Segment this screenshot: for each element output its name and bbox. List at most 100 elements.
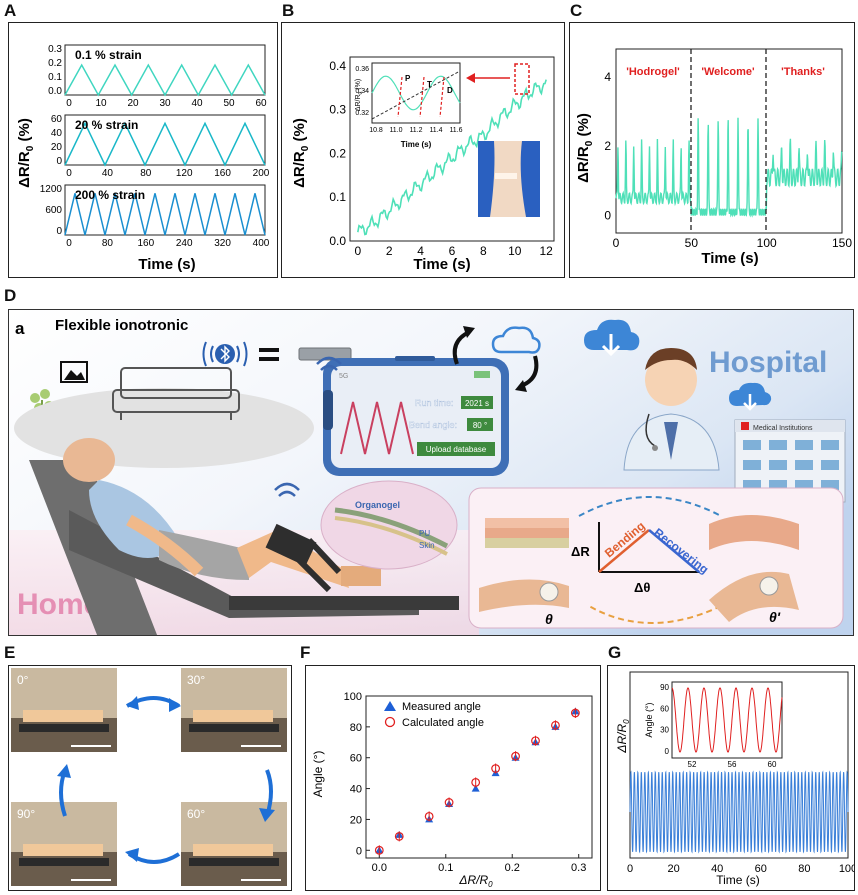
cycle-arrow-top-head-2	[169, 698, 181, 712]
panel-a-ytick: 60	[51, 114, 63, 125]
panel-a-xtick: 30	[159, 98, 171, 109]
panel-f-ytick: 40	[350, 784, 362, 796]
panel-f-xtick: 0.1	[438, 862, 453, 874]
panel-b-series-line	[357, 79, 547, 236]
calculated-point	[444, 798, 454, 807]
panel-f-xlabel: ΔR/R0	[458, 873, 493, 889]
panel-b-ytick: 0.2	[329, 146, 346, 160]
skin-layer-left	[485, 518, 569, 548]
pu-label: PU	[419, 529, 430, 538]
calculated-point	[424, 811, 434, 821]
sync-arrow-up-head	[463, 326, 475, 338]
panel-g-axes	[629, 671, 849, 859]
panel-g-xtick: 100	[839, 863, 854, 875]
knee-zoom-inset	[320, 480, 458, 570]
panel-c-word-1: 'Hodrogel'	[626, 66, 680, 78]
panel-f-xtick: 0.2	[505, 862, 520, 874]
panel-b-inset-marker-line	[439, 76, 445, 118]
phone-battery	[474, 371, 490, 378]
calculated-point	[511, 751, 520, 761]
panel-b-arrow-head	[466, 73, 475, 83]
panel-b-inset-marker-line	[419, 76, 425, 118]
panel-a-ytick: 0.2	[48, 58, 62, 69]
wrist-sensor	[495, 173, 517, 179]
panel-a-series-line	[64, 121, 266, 167]
panel-a-xtick: 240	[176, 238, 193, 249]
phone-bend-box	[467, 418, 493, 431]
panel-e: 0°30°90°60°	[8, 665, 292, 891]
panel-b-inset-marker: D	[447, 86, 453, 95]
cloud-download-icon	[584, 319, 640, 357]
panel-label-d: D	[4, 286, 17, 305]
delta-r-label: ΔR	[571, 544, 590, 559]
panel-a-strain-label: 0.1 % strain	[75, 48, 142, 62]
panel-f-ylabel: Angle (°)	[311, 751, 325, 798]
panel-a-ylabel: ΔR/R0 (%)	[16, 118, 36, 188]
upload-database-button[interactable]	[417, 442, 495, 456]
sofa-icon	[112, 367, 240, 420]
panel-b-xtick: 2	[386, 244, 393, 258]
phone-device: 5G Run time: 2021 s Bend angle: 80 ° Upl…	[323, 356, 509, 476]
calculated-point	[394, 831, 404, 841]
legend-measured-marker	[384, 701, 396, 711]
panel-b-inset-xlabel: Time (s)	[401, 140, 432, 149]
cycle-arrow-left-head	[57, 764, 71, 778]
theta-label: θ	[545, 611, 553, 627]
panel-b-inset-axes	[371, 62, 461, 124]
panel-a-ytick: 20	[51, 142, 63, 153]
panel-f-axes	[365, 695, 593, 859]
panel-a-ytick: 0	[56, 156, 62, 167]
panel-a-xtick: 160	[214, 168, 231, 179]
panel-b-inset-xtick: 10.8	[369, 127, 383, 134]
cloud-icon	[491, 326, 541, 354]
panel-c-xtick: 150	[832, 236, 852, 250]
panel-c-word-3: 'Thanks'	[781, 66, 825, 78]
cloud-download-small-icon	[729, 382, 772, 411]
panel-f-xtick: 0.0	[372, 862, 387, 874]
panel-b-xlabel: Time (s)	[413, 256, 470, 273]
panel-b-inset-xtick: 11.4	[429, 127, 442, 134]
panel-a-ytick: 40	[51, 128, 63, 139]
legend-measured-label: Measured angle	[402, 701, 481, 713]
phone-waveform	[340, 401, 414, 455]
wifi-signal-icon	[316, 356, 342, 371]
patient-on-recliner	[29, 438, 459, 635]
panel-label-f: F	[300, 643, 311, 662]
panel-g-inset-ytick: 30	[660, 726, 669, 735]
panel-a-series-line	[64, 63, 266, 97]
panel-g-xtick: 60	[755, 863, 767, 875]
panel-b-inset-ytick: 0.32	[355, 110, 369, 117]
panel-f-ytick: 20	[350, 814, 362, 826]
phone-bend-value: 80 °	[473, 421, 487, 430]
panel-c-axes	[615, 48, 843, 234]
phone-bend-label: Bend angle:	[409, 420, 457, 430]
panel-g-inset-xtick: 60	[768, 760, 777, 769]
panel-a-xtick: 60	[255, 98, 267, 109]
knee-photo-device	[19, 858, 109, 866]
skin-label: Skin	[419, 541, 435, 550]
organogel-label: Organogel	[355, 500, 400, 510]
panel-c-word-2: 'Welcome'	[701, 66, 755, 78]
panel-a-xtick: 0	[66, 168, 72, 179]
panel-b-xtick: 10	[508, 244, 522, 258]
panel-c-ytick: 0	[604, 209, 611, 223]
panel-d-title: Flexible ionotronic	[55, 317, 188, 334]
panel-g-ylabel: ΔR/R0	[615, 719, 631, 754]
panel-a-xtick: 400	[253, 238, 270, 249]
panel-d-sublabel: a	[15, 319, 25, 338]
panel-b-inset-xtick: 11.6	[449, 127, 462, 134]
panel-g-inset-ylabel: Angle (°)	[644, 702, 654, 737]
panel-a-xtick: 120	[176, 168, 193, 179]
skin-layer-right	[709, 515, 799, 550]
knee-angle-label: 30°	[187, 673, 205, 687]
panel-b-ytick: 0.3	[329, 103, 346, 117]
panel-f-ytick: 60	[350, 753, 362, 765]
delta-theta-label: Δθ	[634, 580, 650, 595]
panel-g-inset-ytick: 60	[660, 704, 669, 713]
panel-a-ytick: 1200	[40, 184, 63, 195]
